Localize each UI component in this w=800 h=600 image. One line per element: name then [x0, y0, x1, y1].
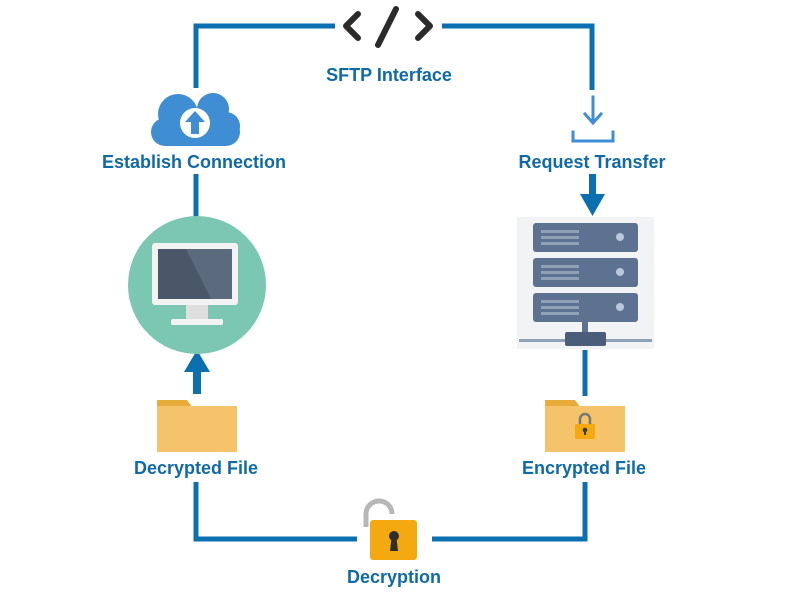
- decrypted-file-label: Decrypted File: [133, 458, 259, 478]
- connector-top-right: [442, 23, 595, 90]
- connector-decryption-to-decrypted: [193, 482, 357, 542]
- server-unit-2: [533, 258, 638, 287]
- connector-top-left: [193, 23, 335, 88]
- download-tray-icon: [571, 95, 615, 143]
- cycle-connectors: [193, 23, 595, 542]
- locked-folder-icon: [545, 400, 625, 452]
- decryption-label: Decryption: [346, 567, 442, 587]
- arrow-to-monitor: [184, 350, 210, 394]
- open-padlock-icon: [363, 498, 417, 560]
- encrypted-file-label: Encrypted File: [521, 458, 647, 478]
- folder-icon: [157, 400, 237, 452]
- establish-connection-label: Establish Connection: [101, 152, 287, 172]
- server-rack-icon: [517, 217, 654, 349]
- request-transfer-label: Request Transfer: [518, 152, 666, 172]
- server-unit-3: [533, 293, 638, 322]
- arrow-to-server: [580, 174, 605, 216]
- server-unit-1: [533, 223, 638, 252]
- code-brackets-icon: [343, 6, 433, 48]
- connector-encrypted-to-decryption: [432, 482, 588, 542]
- lock-icon: [575, 412, 595, 439]
- sftp-interface-label: SFTP Interface: [326, 65, 452, 85]
- cloud-upload-icon: [151, 93, 240, 146]
- monitor-icon: [128, 216, 266, 354]
